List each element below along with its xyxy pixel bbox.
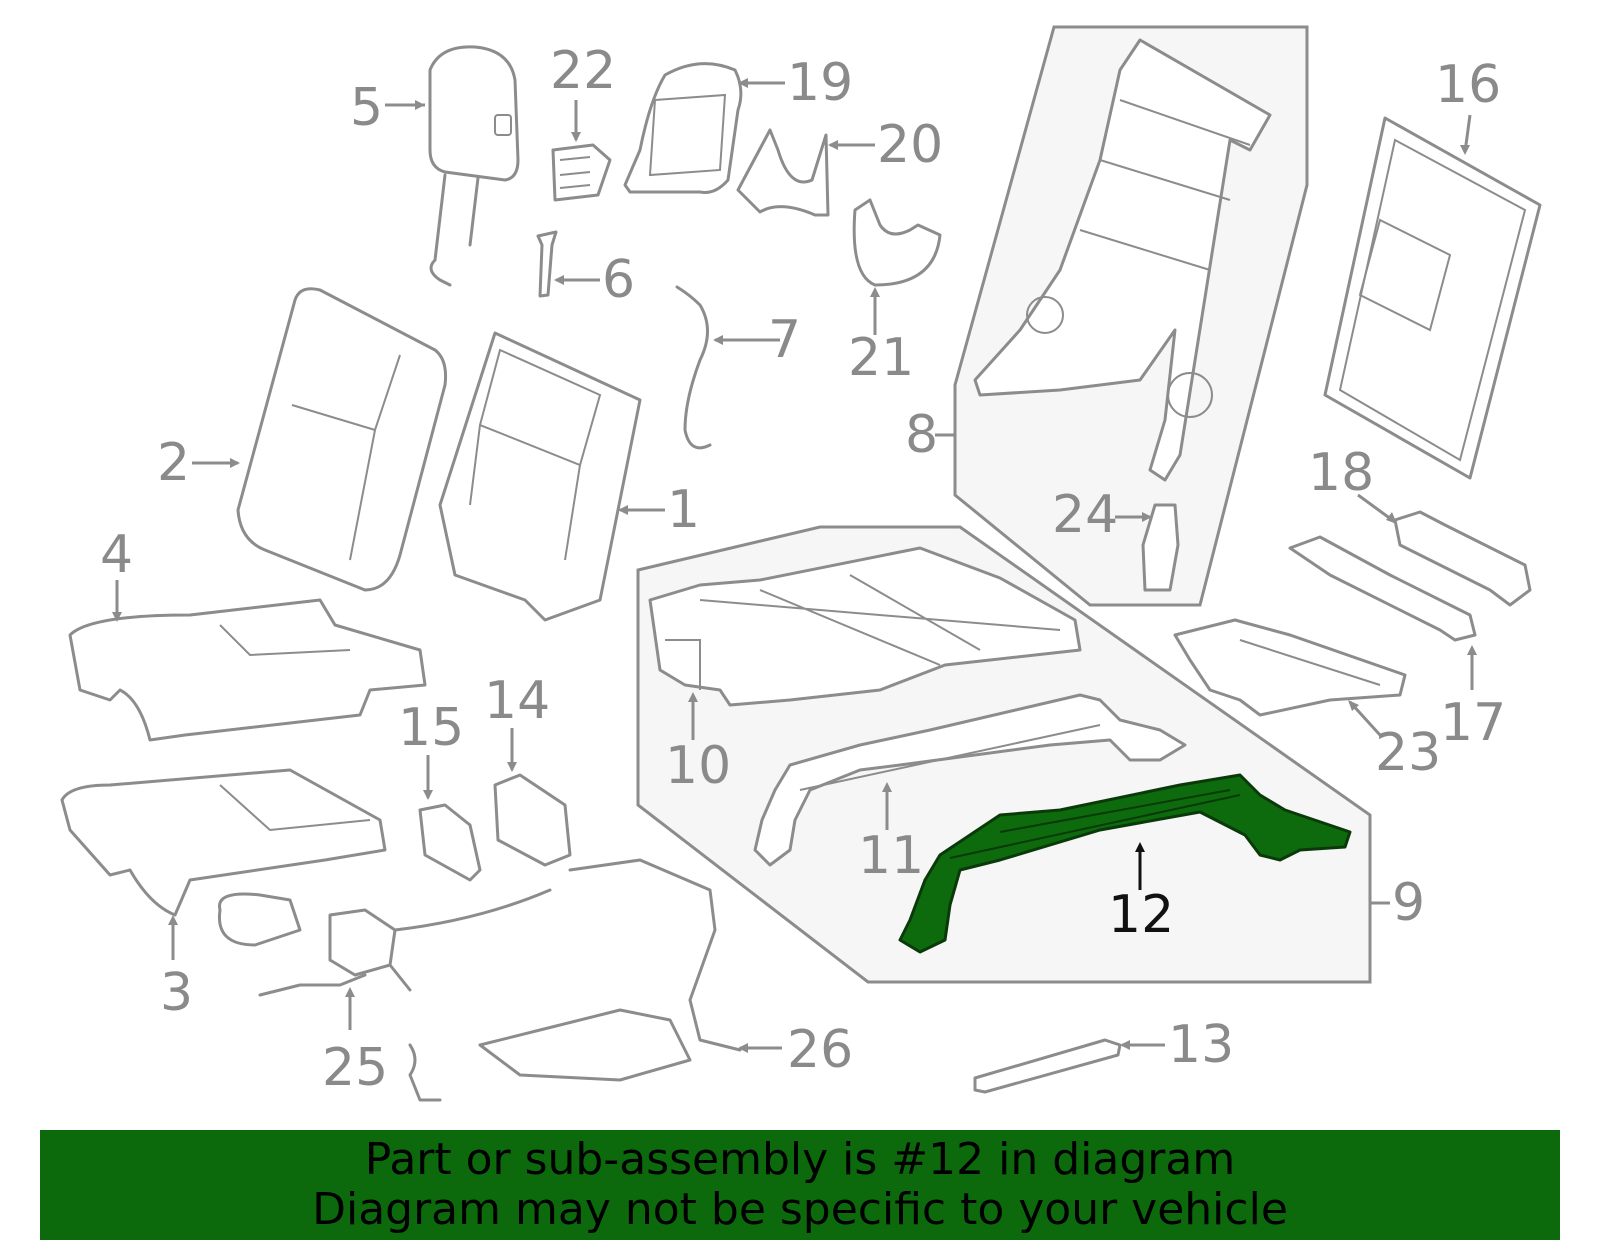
harness-part-26[interactable] bbox=[408, 858, 742, 1102]
callout-21[interactable]: 21 bbox=[848, 328, 914, 388]
callout-8[interactable]: 8 bbox=[905, 405, 938, 465]
cushion-pad-part-3[interactable] bbox=[60, 768, 387, 917]
cushion-frame-part-10[interactable] bbox=[648, 546, 1082, 707]
switch-part-22[interactable] bbox=[551, 143, 612, 202]
callout-18[interactable]: 18 bbox=[1308, 443, 1374, 503]
cover-part-21[interactable] bbox=[852, 198, 942, 287]
callout-26[interactable]: 26 bbox=[787, 1020, 853, 1080]
callout-15[interactable]: 15 bbox=[398, 698, 464, 758]
callout-16[interactable]: 16 bbox=[1435, 55, 1501, 115]
callout-10[interactable]: 10 bbox=[665, 736, 731, 796]
pin-part-6[interactable] bbox=[536, 230, 558, 298]
callout-4[interactable]: 4 bbox=[100, 525, 133, 585]
headrest-part-5[interactable] bbox=[428, 45, 520, 287]
bracket-part-17[interactable] bbox=[1288, 535, 1477, 642]
callout-23[interactable]: 23 bbox=[1375, 723, 1441, 783]
callout-20[interactable]: 20 bbox=[877, 115, 943, 175]
callout-3[interactable]: 3 bbox=[160, 963, 193, 1023]
bracket-part-20[interactable] bbox=[736, 128, 830, 217]
cable-part-7[interactable] bbox=[675, 285, 712, 450]
callout-14[interactable]: 14 bbox=[484, 671, 550, 731]
seatback-frame-part-1[interactable] bbox=[438, 331, 642, 622]
callout-1[interactable]: 1 bbox=[667, 480, 700, 540]
callout-17[interactable]: 17 bbox=[1440, 693, 1506, 753]
panel-part-23[interactable] bbox=[1173, 618, 1407, 717]
back-board-part-16[interactable] bbox=[1323, 116, 1542, 480]
harness-part-25[interactable] bbox=[217, 888, 552, 997]
callout-22[interactable]: 22 bbox=[550, 41, 616, 101]
callout-24[interactable]: 24 bbox=[1052, 485, 1118, 545]
bar-part-13[interactable] bbox=[973, 1038, 1122, 1094]
bracket-part-18[interactable] bbox=[1393, 510, 1532, 607]
callout-5[interactable]: 5 bbox=[350, 78, 383, 138]
callout-11[interactable]: 11 bbox=[858, 826, 924, 886]
parts-diagram: 5 22 19 20 21 6 7 2 1 4 3 15 14 25 26 13… bbox=[60, 25, 1542, 1102]
seatback-frame-part-8[interactable] bbox=[973, 38, 1272, 482]
callout-12[interactable]: 12 bbox=[1108, 885, 1174, 945]
banner-line-1: Part or sub-assembly is #12 in diagram bbox=[364, 1134, 1236, 1185]
info-banner: Part or sub-assembly is #12 in diagram D… bbox=[40, 1130, 1560, 1240]
bracket-part-15[interactable] bbox=[418, 803, 482, 882]
banner-line-2: Diagram may not be specific to your vehi… bbox=[312, 1184, 1288, 1235]
rail-part-11[interactable] bbox=[753, 693, 1187, 867]
cushion-cover-part-4[interactable] bbox=[68, 598, 427, 742]
callout-25[interactable]: 25 bbox=[322, 1038, 388, 1098]
module-part-14[interactable] bbox=[493, 773, 572, 867]
callout-19[interactable]: 19 bbox=[787, 53, 853, 113]
actuator-part-24[interactable] bbox=[1141, 503, 1180, 592]
seatback-cover-part-2[interactable] bbox=[236, 287, 447, 592]
callout-13[interactable]: 13 bbox=[1168, 1015, 1234, 1075]
rail-part-12-highlighted[interactable] bbox=[898, 773, 1352, 954]
callout-7[interactable]: 7 bbox=[768, 310, 801, 370]
callout-6[interactable]: 6 bbox=[602, 250, 635, 310]
callout-9[interactable]: 9 bbox=[1392, 873, 1425, 933]
cover-part-19[interactable] bbox=[623, 62, 743, 194]
callout-2[interactable]: 2 bbox=[157, 433, 190, 493]
